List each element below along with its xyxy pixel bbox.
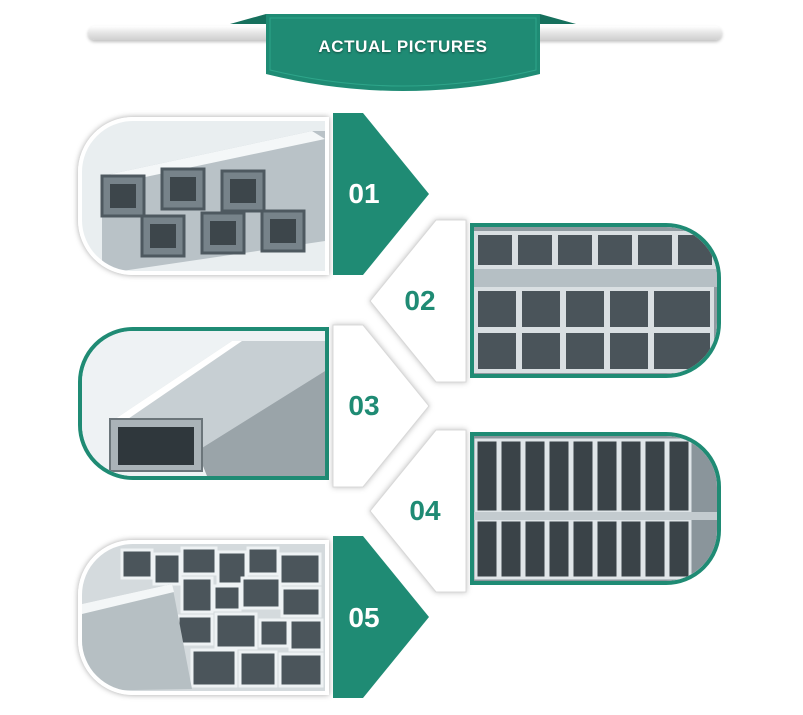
- product-photo-04: [470, 432, 721, 585]
- step-marker-04: [362, 429, 472, 593]
- step-number-03: 03: [348, 390, 380, 421]
- header-banner: [230, 12, 576, 98]
- product-photo-01: [78, 117, 329, 275]
- step-number-02: 02: [404, 285, 436, 316]
- step-marker-05: [333, 536, 443, 698]
- step-number-04: 04: [409, 495, 441, 526]
- step-marker-03: [332, 324, 443, 488]
- step-marker-02: [362, 219, 472, 383]
- step-marker-01: [333, 113, 443, 275]
- step-number-05: 05: [348, 602, 380, 633]
- product-photo-05: [78, 540, 329, 695]
- page-title: ACTUAL PICTURES: [318, 37, 488, 56]
- step-number-01: 01: [348, 178, 380, 209]
- product-photo-02: [470, 223, 721, 378]
- product-photo-03: [78, 327, 329, 480]
